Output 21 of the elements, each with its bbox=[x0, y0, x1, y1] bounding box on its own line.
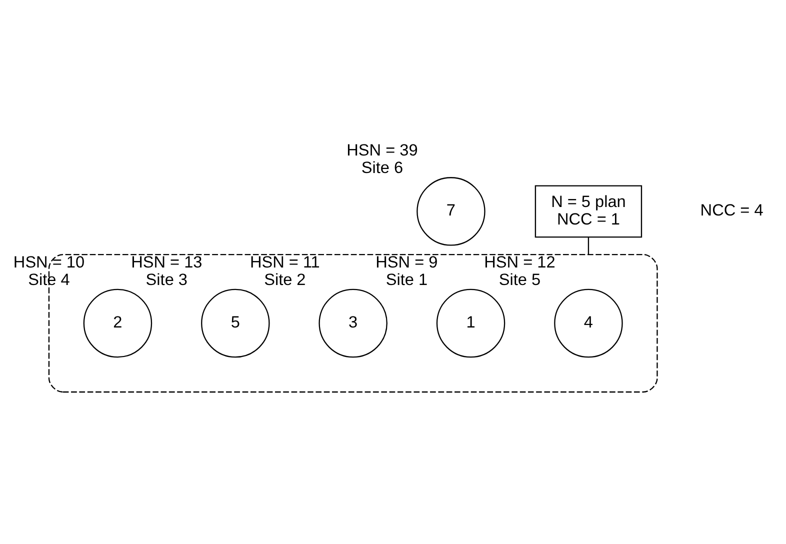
node-label: HSN = 39 bbox=[346, 142, 418, 160]
node-label: Site 3 bbox=[146, 271, 188, 290]
node-circle: 1 bbox=[436, 288, 506, 358]
node-label: HSN = 10 bbox=[13, 254, 85, 272]
node-label: Site 1 bbox=[386, 271, 428, 290]
node-box: N = 5 plan NCC = 1 bbox=[534, 185, 642, 238]
node-label: Site 5 bbox=[498, 271, 541, 290]
node-circle: 5 bbox=[201, 288, 270, 358]
node-label: HSN = 13 bbox=[131, 254, 202, 272]
node-circle: 4 bbox=[554, 288, 623, 358]
node-circle: 2 bbox=[83, 288, 152, 358]
node-label: Site 6 bbox=[361, 159, 404, 178]
node-label: Site 4 bbox=[28, 271, 70, 290]
label: NCC = 4 bbox=[700, 202, 764, 220]
node-label: HSN = 11 bbox=[250, 254, 320, 272]
node-circle: 7 bbox=[416, 177, 486, 246]
node-label: Site 2 bbox=[264, 271, 306, 290]
node-label: HSN = 12 bbox=[484, 254, 556, 272]
node-label: HSN = 9 bbox=[376, 254, 438, 272]
node-circle: 3 bbox=[318, 288, 388, 358]
connector bbox=[588, 237, 590, 255]
